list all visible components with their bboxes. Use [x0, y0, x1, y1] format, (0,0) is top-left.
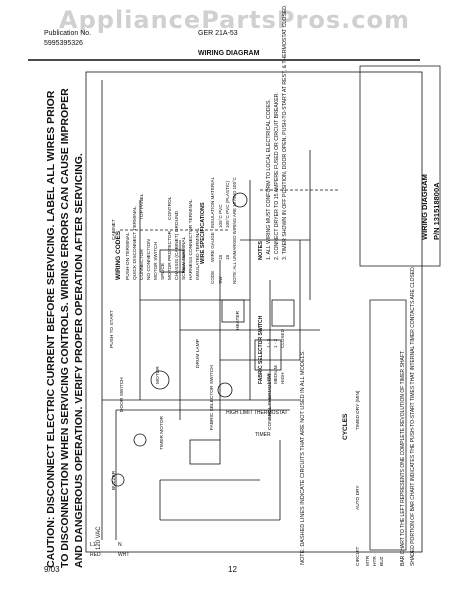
publication-number: 5995395326	[44, 40, 83, 47]
model-label: GER 21A-53	[198, 30, 238, 37]
label-buzzer: BUZZER	[112, 470, 117, 490]
label-cabinet: CABINET	[112, 219, 117, 240]
watermark: AppliancePartsPros.com	[59, 6, 410, 34]
section-title: WIRING DIAGRAM	[198, 50, 260, 57]
footer-page-number: 12	[228, 565, 237, 574]
footer-date: 9/03	[44, 565, 60, 574]
label-supply-voltage: 120 VAC	[96, 526, 102, 550]
label-heater: HEATER	[236, 310, 241, 330]
label-control-thermostat: CONTROL THERMOSTAT	[268, 373, 273, 430]
label-timer: TIMER	[255, 432, 271, 438]
label-door-switch: DOOR SWITCH	[120, 377, 125, 412]
label-l1: L1	[90, 542, 96, 548]
publication-label: Publication No.	[44, 30, 92, 37]
label-drum-lamp: DRUM LAMP	[196, 339, 201, 368]
label-motor: MOTOR	[156, 366, 161, 384]
label-timer-motor: TIMER MOTOR	[160, 415, 165, 450]
label-red: RED	[90, 552, 101, 558]
label-top-panel: TOP PANEL	[140, 193, 145, 220]
label-high-limit: HIGH LIMIT THERMOSTAT	[226, 410, 288, 416]
label-push-to-start: PUSH TO START	[110, 310, 115, 348]
label-fabric-switch: FABRIC SELECTOR SWITCH	[210, 365, 215, 430]
label-wht: WHT	[118, 552, 129, 558]
label-n: N	[118, 542, 122, 548]
label-control-switch: CONTROL	[168, 196, 173, 220]
